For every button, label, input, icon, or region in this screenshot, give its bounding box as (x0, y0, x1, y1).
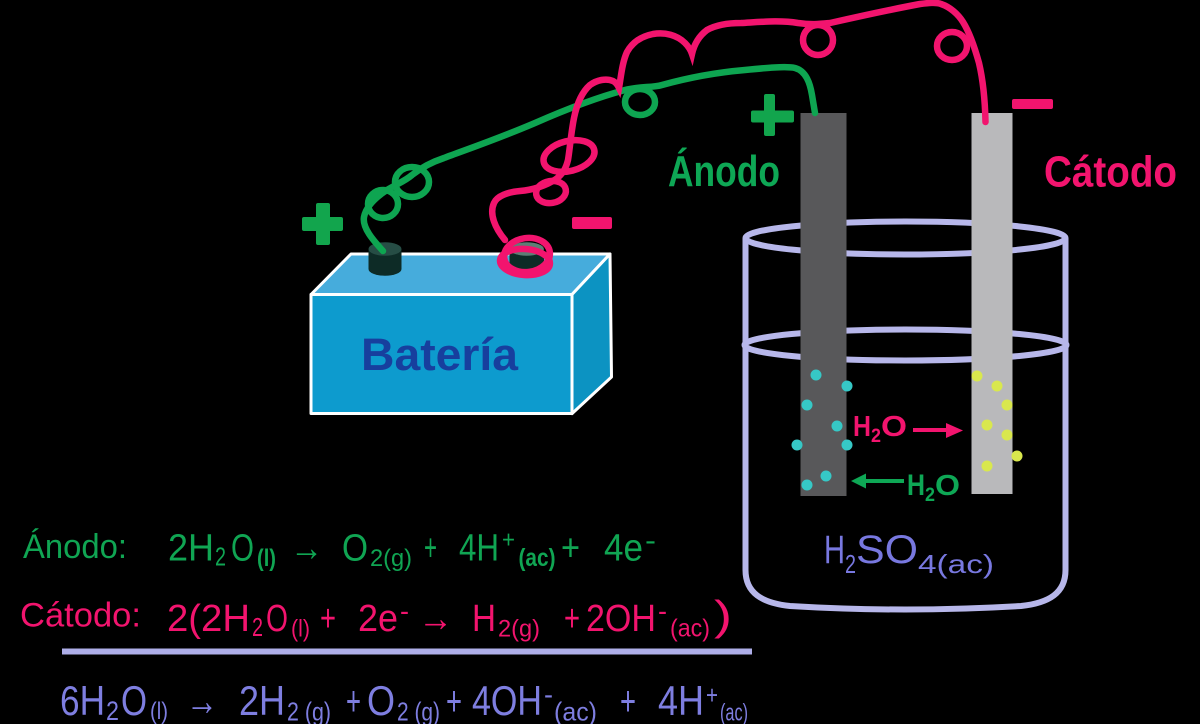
svg-text:H2O: H2O (907, 469, 960, 506)
svg-text:Batería: Batería (361, 329, 519, 380)
svg-text:H2SO4(ac): H2SO4(ac) (824, 528, 994, 579)
svg-text:Cátodo: Cátodo (1044, 148, 1177, 197)
svg-text:Ánodo: Ánodo (668, 146, 780, 196)
svg-text:Ánodo: 2H2O(l) → O: Ánodo: 2H2O(l) → O2(g) + 4H+(ac) + 4e- (23, 525, 656, 575)
svg-text:Cátodo: 2(2H2O(l) +: Cátodo: 2(2H2O(l) + 2e- → H2(g) + 2OH-(a… (20, 588, 732, 646)
svg-text:H2O: H2O (853, 411, 907, 447)
svg-text:6H2O(l) → 2H2 (g): 6H2O(l) → 2H2 (g) + O2 (g) + 4OH-(ac) + … (60, 677, 748, 724)
